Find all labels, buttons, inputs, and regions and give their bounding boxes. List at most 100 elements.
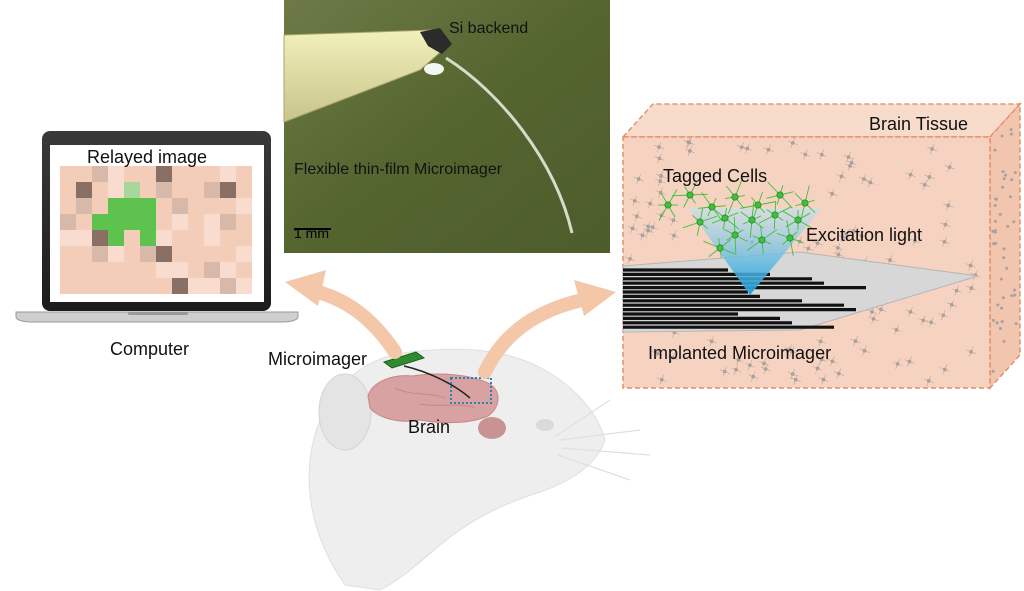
tissue-cell-process [927,143,938,155]
image-pixel [236,262,252,278]
tissue-cell [827,188,838,199]
tissue-cell [891,324,902,335]
tissue-cell-process [655,170,667,182]
tagged-cell-body [754,201,762,209]
tissue-cell [744,360,756,371]
arrow-to-tissue [478,280,616,379]
image-pixel [76,198,92,214]
tissue-cell-side [1003,173,1007,177]
tissue-cell-side [993,219,997,223]
image-pixel [156,166,172,182]
tissue-cell-process [892,358,903,370]
tissue-cell [645,198,656,209]
tissue-cell-side [1002,247,1006,251]
tissue-cell-side [991,318,995,322]
image-pixel [220,230,236,246]
image-pixel [76,278,92,294]
image-pixel [60,246,76,262]
tissue-cell-process [939,236,950,247]
microimager-photo [283,0,610,253]
tissue-cell-process [787,137,798,148]
tissue-cell [667,352,678,363]
tissue-cell-process [827,188,838,199]
tissue-cell-process [924,171,935,183]
tissue-cell [748,371,759,382]
image-pixel [108,214,124,230]
tissue-cell [624,253,636,265]
tissue-cell-process [748,371,759,382]
tissue-cell-process [905,169,916,180]
image-pixel [204,262,220,278]
tissue-cell-side [996,303,1000,307]
image-pixel [188,166,204,182]
tissue-cell [859,345,870,356]
image-pixel [204,278,220,294]
tissue-cell-process [730,364,742,375]
tagged-cell [747,226,777,254]
tissue-cell [865,177,876,188]
tissue-cell-side [1012,220,1016,224]
tissue-cell-process [844,160,856,171]
tissue-cell-side [1001,296,1005,300]
scale-bar-label: 1 mm [294,225,329,241]
tissue-cell-process [966,283,977,294]
tissue-cell-process [843,151,854,163]
tissue-cell [652,348,663,359]
image-pixel [92,246,108,262]
image-pixel [108,262,124,278]
image-pixel [140,262,156,278]
image-pixel [204,198,220,214]
tagged-cell-body [731,231,739,239]
tissue-cell [800,149,811,160]
image-pixel [156,214,172,230]
image-pixel [156,230,172,246]
tissue-cell [827,356,838,367]
tissue-cell-process [938,310,949,321]
tagged-cell [658,189,678,221]
tissue-cell [736,142,747,153]
tissue-cell [905,169,916,180]
tissue-cell [918,315,929,326]
tagged-cell [671,182,709,208]
tissue-cell-process [736,142,747,153]
tissue-cell-process [684,137,695,148]
excitation-light-label: Excitation light [806,225,923,245]
tissue-cell [629,195,640,206]
tagged-cell-body [801,199,809,207]
tissue-cell-process [939,364,950,375]
tissue-cell [858,173,870,185]
tissue-cell-process [827,356,838,367]
tagged-cell [776,220,804,256]
tissue-cell [965,346,977,357]
image-pixel [188,198,204,214]
tissue-cell [892,358,903,370]
image-pixel [172,262,188,278]
image-pixel [236,214,252,230]
tissue-cell [815,336,826,347]
tagged-cell [740,191,776,219]
tagged-cell [722,216,748,254]
tissue-cell-process [946,299,957,310]
image-pixel [236,198,252,214]
image-pixel [124,262,140,278]
relayed-image-label: Relayed image [87,147,208,167]
tissue-cell [924,171,935,183]
image-pixel [92,278,108,294]
tissue-cell-process [884,254,896,266]
tissue-cell [684,145,695,157]
tissue-cell [816,149,827,160]
tissue-cell [965,260,976,271]
tissue-cell-process [624,253,636,265]
tissue-cell-side [1009,128,1013,132]
tissue-cell-process [787,368,798,380]
tagged-cell [740,202,764,238]
tissue-cell-process [812,238,823,249]
tissue-cell-side [995,321,999,325]
image-pixel [156,278,172,294]
tissue-cell [946,299,957,310]
tagged-cells-label: Tagged Cells [663,166,768,186]
tissue-cell [733,354,744,365]
tissue-cell-process [645,198,656,209]
tissue-cell-process [875,304,887,315]
tissue-cell-side [994,197,998,201]
